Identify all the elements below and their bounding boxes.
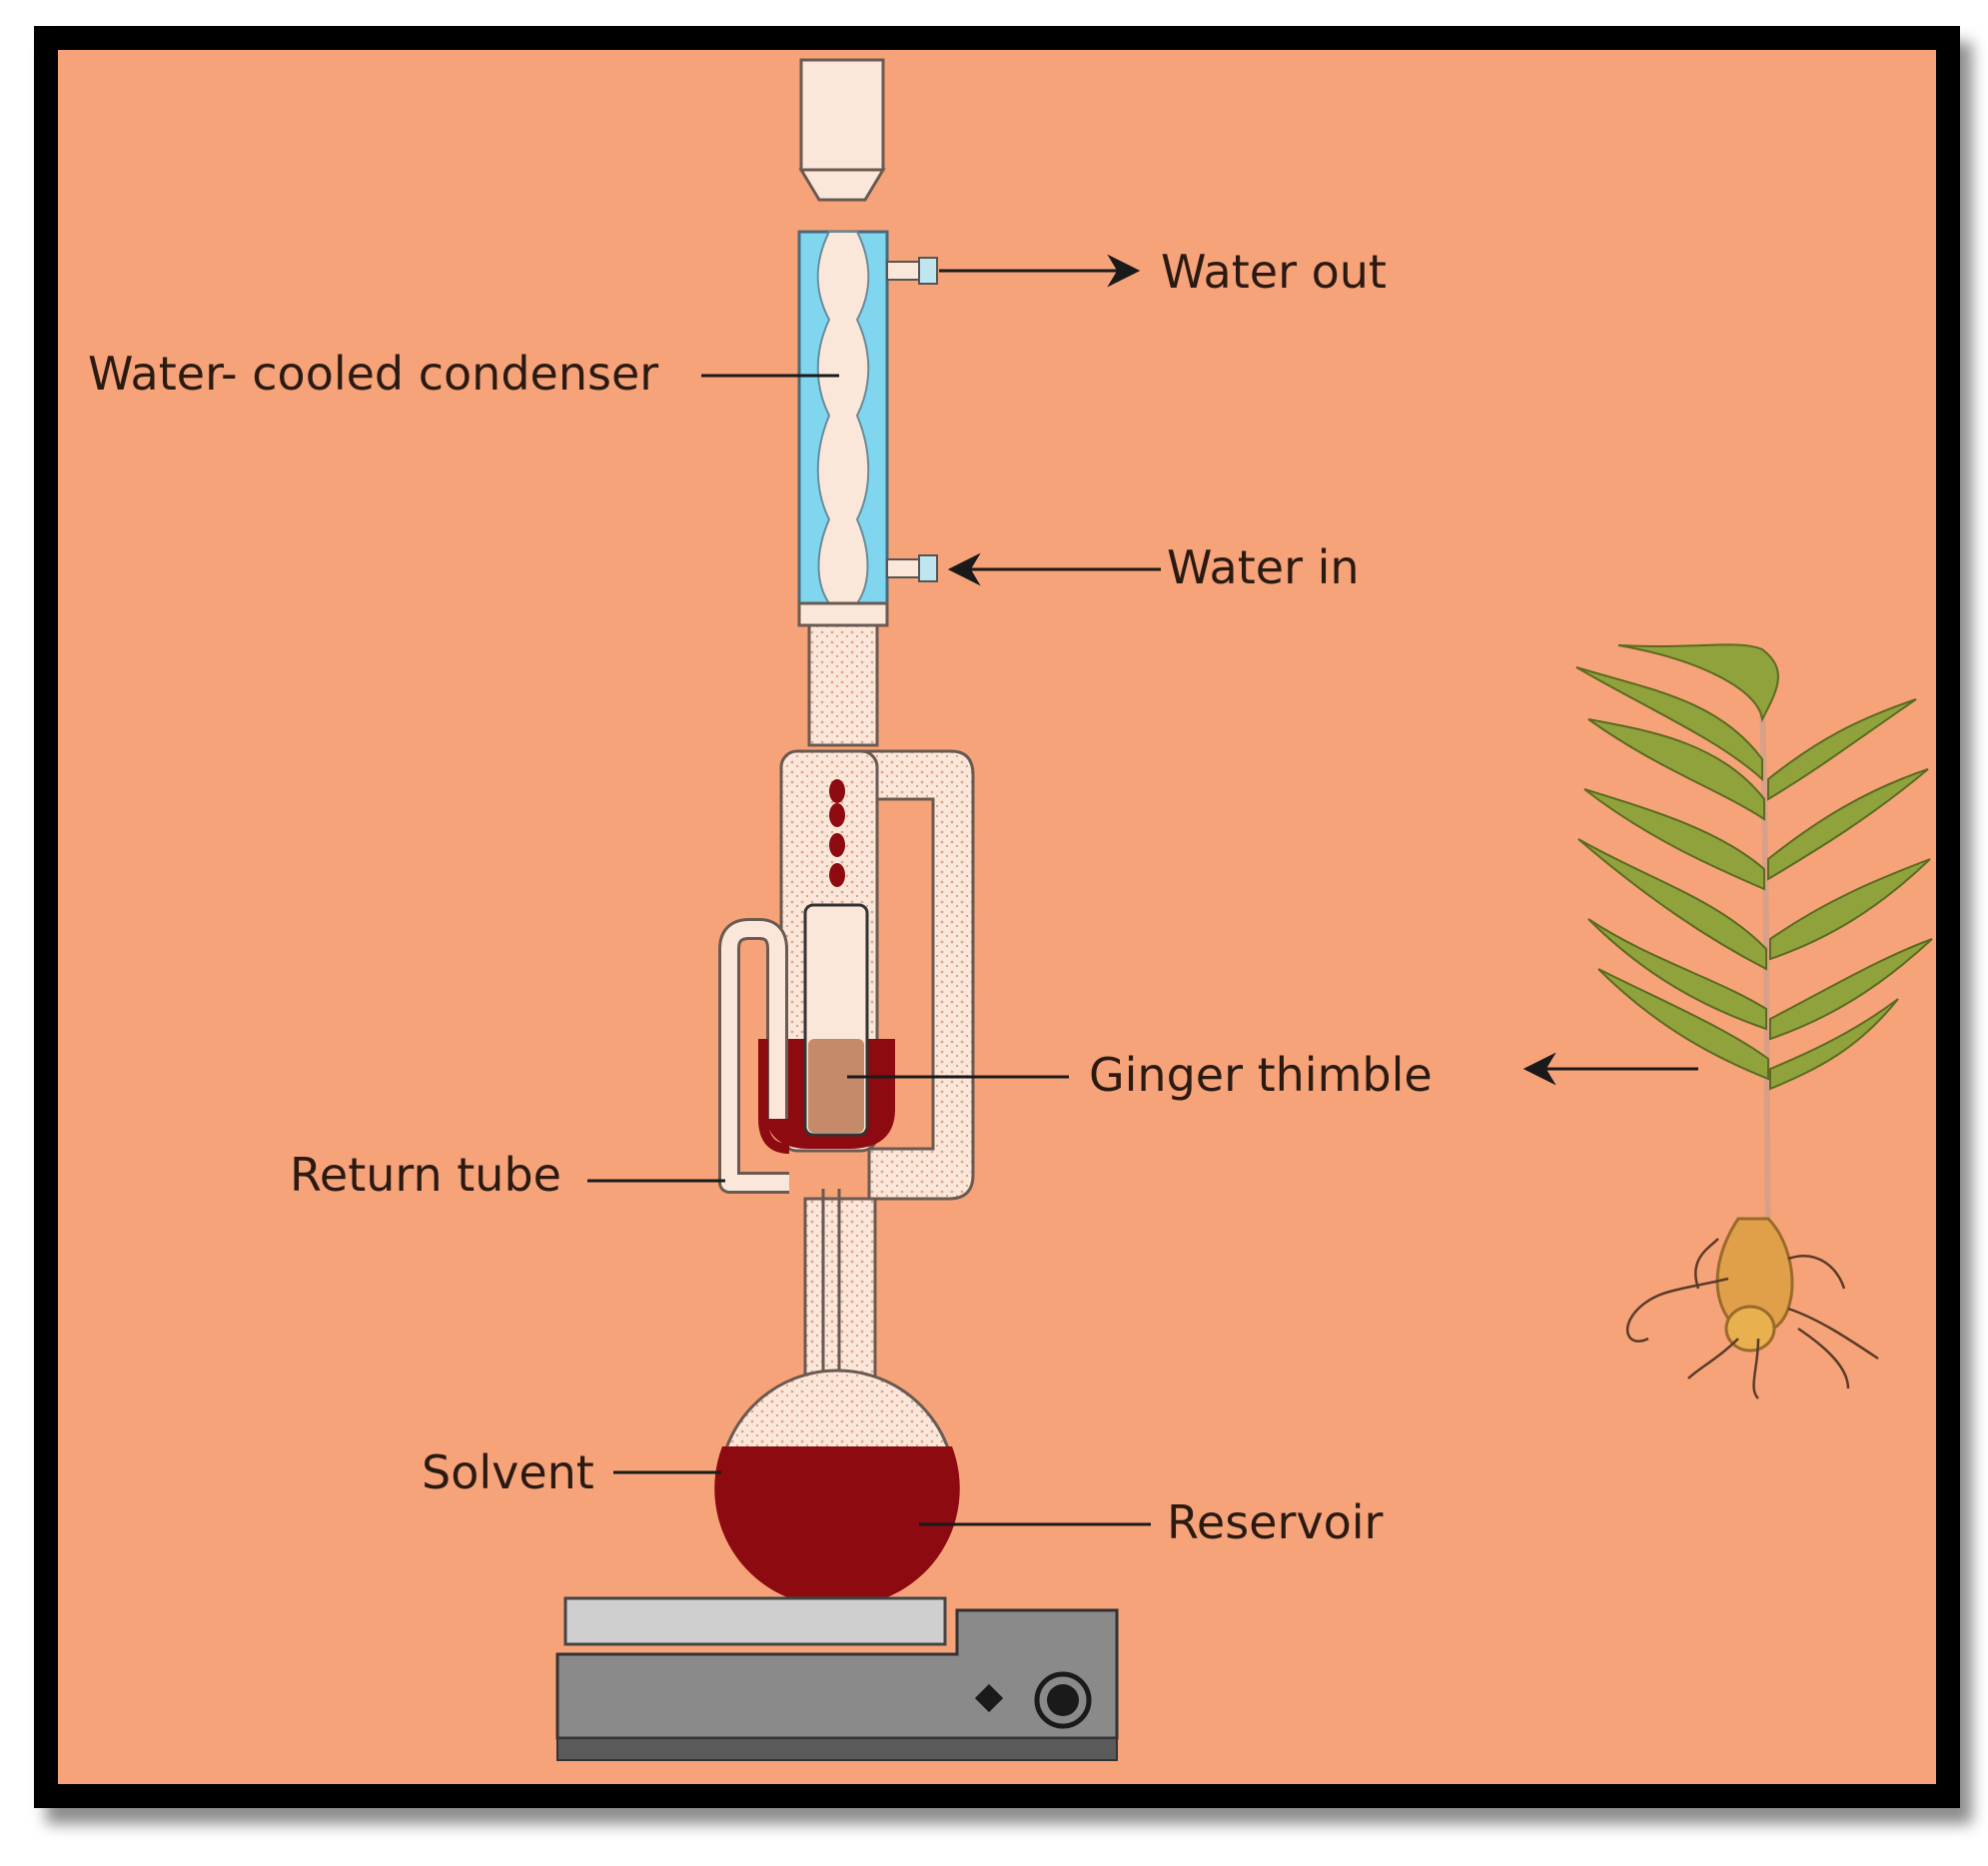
ginger-plant [1575,643,1933,1400]
hot-plate [555,1596,1119,1761]
ginger-powder [808,1039,864,1133]
condenser-joint [797,601,889,627]
water-inlet-nozzle [886,558,924,578]
top-joint [798,58,886,202]
condensate-drop [829,863,845,887]
condensate-drop [829,833,845,857]
reservoir-flask [714,1369,960,1608]
label-reservoir: Reservoir [1167,1495,1384,1549]
return-tube [718,918,790,1194]
hot-plate-switch [974,1683,1004,1713]
ginger-leaves [1575,643,1933,1091]
vapor-tube [807,623,879,747]
condensate-drop [829,803,845,827]
label-water-out: Water out [1161,245,1387,299]
hot-plate-knob [1034,1671,1092,1729]
extraction-chamber [765,749,975,1201]
label-water-in: Water in [1167,540,1360,594]
label-solvent: Solvent [422,1445,594,1499]
label-condenser: Water- cooled condenser [88,347,658,401]
water-outlet-nozzle [886,261,924,281]
diagram-canvas [58,50,1936,1784]
ginger-roots [1626,1238,1879,1400]
leader-lines [587,254,1698,1526]
label-ginger-thimble: Ginger thimble [1089,1048,1433,1102]
condensate-drop [829,779,845,803]
condenser [797,230,938,605]
ginger-rhizome [1626,1217,1879,1400]
reservoir-solvent [714,1446,960,1607]
label-return-tube: Return tube [290,1148,561,1202]
